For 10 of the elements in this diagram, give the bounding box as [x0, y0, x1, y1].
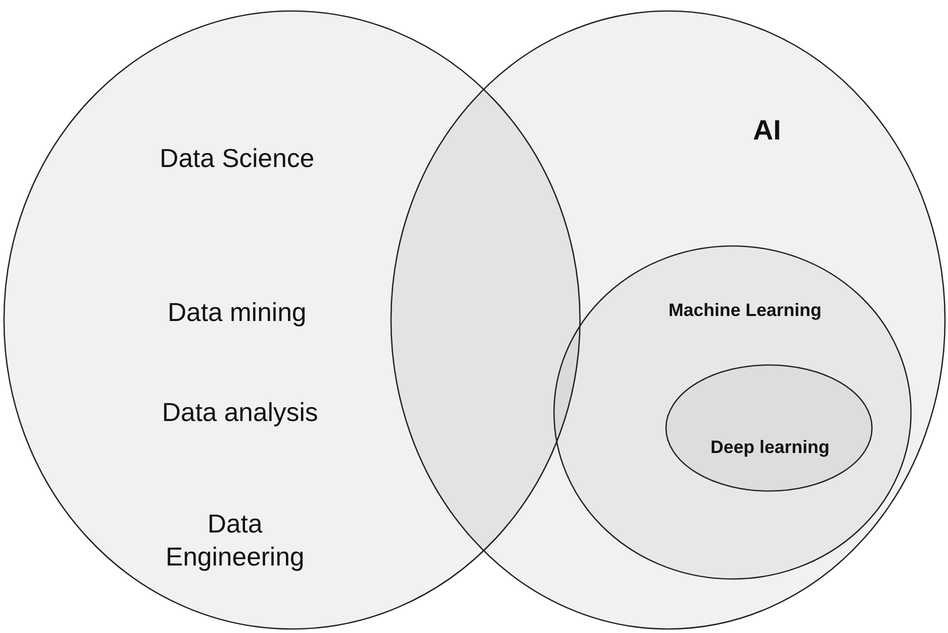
- set-label: Data Science: [158, 142, 316, 174]
- set-label: Data analysis: [160, 396, 320, 428]
- set-ellipse: [390, 10, 946, 630]
- set-ellipse: [553, 245, 912, 580]
- set-label: AI: [752, 114, 782, 148]
- set-label: Deep learning: [709, 436, 831, 458]
- set-ellipse: [665, 364, 873, 492]
- set-label: Machine Learning: [667, 298, 823, 322]
- set-label: Data mining: [166, 296, 308, 328]
- set-label: Data Engineering: [164, 508, 306, 572]
